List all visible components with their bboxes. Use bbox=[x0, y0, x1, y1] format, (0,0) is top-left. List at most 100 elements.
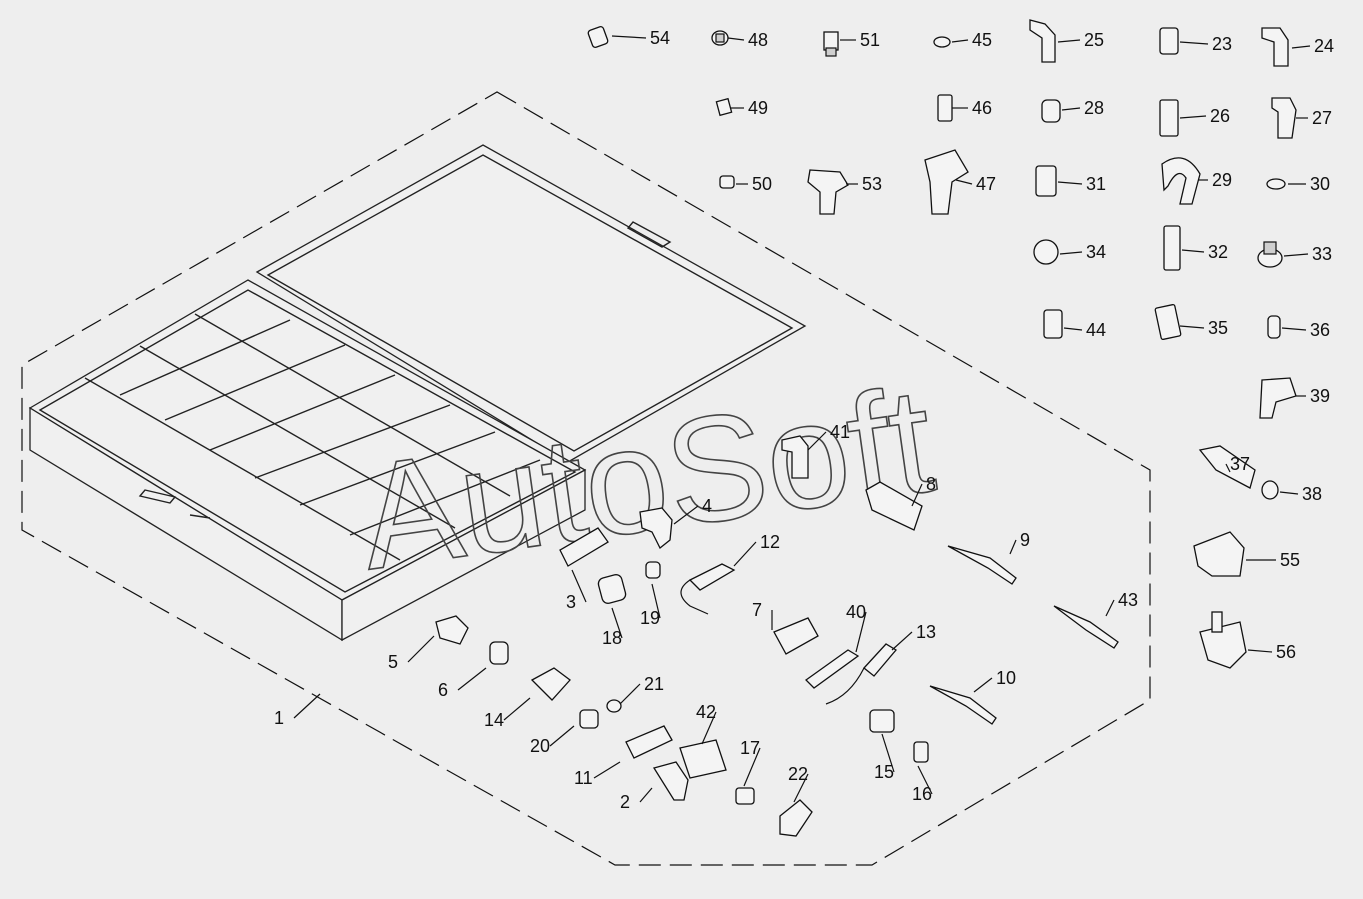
callout-label-55: 55 bbox=[1280, 550, 1300, 570]
callout-label-53: 53 bbox=[862, 174, 882, 194]
callout-label-10: 10 bbox=[996, 668, 1016, 688]
leader-line-15 bbox=[881, 733, 895, 773]
leader-line-23 bbox=[1179, 41, 1209, 45]
leader-line-43 bbox=[1105, 599, 1115, 617]
leader-line-56 bbox=[1247, 649, 1273, 653]
callout-label-45: 45 bbox=[972, 30, 992, 50]
callout-label-8: 8 bbox=[926, 474, 936, 494]
leader-line-38 bbox=[1279, 491, 1299, 495]
leader-line-26 bbox=[1179, 115, 1207, 119]
callout-label-33: 33 bbox=[1312, 244, 1332, 264]
leader-line-16 bbox=[917, 765, 933, 795]
callout-label-14: 14 bbox=[484, 710, 504, 730]
callout-label-31: 31 bbox=[1086, 174, 1106, 194]
callout-label-25: 25 bbox=[1084, 30, 1104, 50]
callout-label-36: 36 bbox=[1310, 320, 1330, 340]
callout-label-32: 32 bbox=[1208, 242, 1228, 262]
callout-label-24: 24 bbox=[1314, 36, 1334, 56]
callout-label-38: 38 bbox=[1302, 484, 1322, 504]
leader-line-47 bbox=[955, 179, 973, 185]
leader-line-37 bbox=[1225, 463, 1231, 473]
leader-line-34 bbox=[1059, 251, 1083, 255]
leader-line-25 bbox=[1057, 39, 1081, 43]
leader-line-40 bbox=[855, 611, 867, 653]
leader-line-32 bbox=[1181, 249, 1205, 253]
callout-label-23: 23 bbox=[1212, 34, 1232, 54]
leader-line-20 bbox=[549, 725, 575, 747]
parts bbox=[435, 19, 1297, 837]
leader-line-36 bbox=[1281, 327, 1307, 331]
kit-boundary bbox=[21, 91, 1151, 866]
leader-line-12 bbox=[733, 541, 757, 567]
callout-label-15: 15 bbox=[874, 762, 894, 782]
leader-line-9 bbox=[1009, 539, 1017, 555]
callout-label-20: 20 bbox=[530, 736, 550, 756]
leader-line-14 bbox=[503, 697, 531, 721]
leader-line-28 bbox=[1061, 107, 1081, 111]
callout-label-17: 17 bbox=[740, 738, 760, 758]
callout-label-2: 2 bbox=[620, 792, 630, 812]
leader-line-4 bbox=[673, 505, 699, 525]
leader-line-6 bbox=[457, 667, 487, 691]
callout-label-48: 48 bbox=[748, 30, 768, 50]
callout-label-26: 26 bbox=[1210, 106, 1230, 126]
callout-label-3: 3 bbox=[566, 592, 576, 612]
callout-label-28: 28 bbox=[1084, 98, 1104, 118]
callout-label-27: 27 bbox=[1312, 108, 1332, 128]
leader-line-21 bbox=[619, 683, 641, 705]
callout-label-16: 16 bbox=[912, 784, 932, 804]
callout-label-49: 49 bbox=[748, 98, 768, 118]
callout-label-41: 41 bbox=[830, 422, 850, 442]
callout-label-21: 21 bbox=[644, 674, 664, 694]
leader-lines bbox=[293, 35, 1311, 803]
leader-line-1 bbox=[293, 693, 321, 719]
callout-label-30: 30 bbox=[1310, 174, 1330, 194]
callout-label-11: 11 bbox=[574, 768, 593, 788]
leader-line-33 bbox=[1283, 253, 1309, 257]
callout-label-42: 42 bbox=[696, 702, 716, 722]
leader-line-18 bbox=[611, 607, 623, 639]
callout-label-56: 56 bbox=[1276, 642, 1296, 662]
callout-label-6: 6 bbox=[438, 680, 448, 700]
callout-label-46: 46 bbox=[972, 98, 992, 118]
leader-line-35 bbox=[1179, 325, 1205, 329]
callout-label-47: 47 bbox=[976, 174, 996, 194]
callout-label-40: 40 bbox=[846, 602, 866, 622]
leader-line-2 bbox=[639, 787, 653, 803]
callout-label-22: 22 bbox=[788, 764, 808, 784]
storage-box bbox=[28, 144, 807, 642]
leader-line-11 bbox=[593, 761, 621, 779]
callout-label-34: 34 bbox=[1086, 242, 1106, 262]
callout-label-12: 12 bbox=[760, 532, 780, 552]
leader-line-41 bbox=[807, 431, 827, 451]
callout-label-50: 50 bbox=[752, 174, 772, 194]
leader-line-17 bbox=[743, 747, 761, 787]
callout-label-13: 13 bbox=[916, 622, 936, 642]
callout-label-1: 1 bbox=[274, 708, 284, 728]
leader-line-45 bbox=[951, 39, 969, 43]
leader-line-10 bbox=[973, 677, 993, 693]
callout-label-18: 18 bbox=[602, 628, 622, 648]
leader-line-31 bbox=[1057, 181, 1083, 185]
leader-line-48 bbox=[727, 37, 745, 41]
callout-label-7: 7 bbox=[752, 600, 762, 620]
callout-label-35: 35 bbox=[1208, 318, 1228, 338]
callout-label-37: 37 bbox=[1230, 454, 1250, 474]
leader-line-54 bbox=[611, 35, 647, 39]
leader-line-42 bbox=[701, 711, 717, 745]
leader-line-24 bbox=[1291, 45, 1311, 49]
callout-label-29: 29 bbox=[1212, 170, 1232, 190]
callout-label-54: 54 bbox=[650, 28, 670, 48]
leader-line-19 bbox=[651, 583, 661, 619]
leader-line-44 bbox=[1063, 327, 1083, 331]
callout-label-39: 39 bbox=[1310, 386, 1330, 406]
callout-label-4: 4 bbox=[702, 496, 712, 516]
callout-label-5: 5 bbox=[388, 652, 398, 672]
callout-label-51: 51 bbox=[860, 30, 880, 50]
callout-label-44: 44 bbox=[1086, 320, 1106, 340]
leader-line-13 bbox=[891, 631, 913, 651]
leader-line-8 bbox=[911, 483, 923, 507]
